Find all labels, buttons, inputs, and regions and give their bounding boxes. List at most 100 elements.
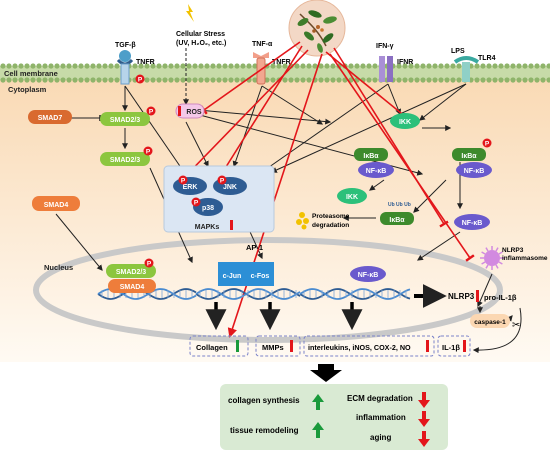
stress-sublabel: (UV, H₂O₂, etc.)	[176, 40, 226, 47]
smad23-label-upper: SMAD2/3	[110, 117, 140, 124]
il1b-down-indicator	[463, 340, 466, 352]
svg-text:P: P	[146, 148, 151, 155]
ikk-label-top: IKK	[399, 119, 411, 126]
inflammasome-label-1: NLRP3	[502, 247, 524, 254]
smad23-label-nucleus: SMAD2/3	[116, 269, 146, 276]
transcription-arrows	[205, 302, 363, 331]
ikba-label-2: IκBα	[461, 153, 477, 160]
nfkb-label-2: NF-κB	[464, 168, 485, 175]
ros-down-indicator	[178, 106, 181, 116]
summary-arrow	[310, 364, 342, 382]
nfkb-node-nucleus	[350, 266, 386, 282]
phosphate-badge: P	[144, 258, 154, 268]
scissors-icon: ✂	[512, 320, 520, 331]
nucleus-label: Nucleus	[44, 263, 73, 272]
inflammation-label: inflammation	[356, 413, 406, 422]
nlrp3-label: NLRP3	[448, 292, 475, 301]
phosphate-badge: P	[482, 138, 492, 148]
ifnr-label: IFNR	[397, 59, 413, 66]
nfkb-label-1: NF-κB	[366, 168, 387, 175]
svg-text:P: P	[149, 108, 154, 115]
plant-image	[288, 0, 346, 57]
nfkb-node-2	[456, 162, 492, 178]
svg-text:P: P	[220, 177, 225, 184]
nlrp3-down-indicator	[476, 290, 479, 302]
smad7-label: SMAD7	[38, 115, 63, 122]
ikk-label-mid: IKK	[346, 194, 358, 201]
il1b-label: IL-1β	[442, 343, 460, 352]
ap1-label: AP-1	[246, 243, 263, 252]
ros-label: ROS	[186, 109, 202, 116]
phosphate-badge: P	[178, 175, 188, 185]
ikba-node-1	[354, 148, 388, 161]
svg-text:P: P	[194, 199, 199, 206]
ikba-node-3	[380, 212, 414, 225]
nfkb-node-3	[454, 214, 490, 230]
ikba-label-3: IκBα	[389, 217, 405, 224]
plant-effect-arrows	[171, 41, 475, 338]
mapks-label: MAPKs	[195, 224, 220, 231]
inflammasome-label-2: inflammasome	[502, 255, 548, 262]
smad23-label-lower: SMAD2/3	[110, 157, 140, 164]
mapk-box	[163, 165, 275, 233]
phosphate-badge: P	[217, 175, 227, 185]
output-boxes	[189, 335, 471, 357]
jnk-label: JNK	[223, 184, 237, 191]
ikk-node-mid	[337, 188, 367, 204]
proteasome-icon	[296, 212, 309, 230]
cfos-label: c-Fos	[251, 273, 270, 280]
caspase-label: caspase-1	[474, 319, 506, 326]
phosphate-badge: P	[146, 106, 156, 116]
svg-text:P: P	[485, 140, 490, 147]
tnfr-mid-label: TNFR	[272, 59, 291, 66]
collagen-up-indicator	[236, 340, 239, 352]
membrane-label: Cell membrane	[4, 69, 58, 78]
cjun-label: c-Jun	[223, 273, 242, 280]
ikba-node-2	[452, 148, 486, 161]
mmps-label: MMPs	[262, 343, 284, 352]
stress-label: Cellular Stress	[176, 31, 225, 38]
smad23-node-upper	[100, 112, 150, 126]
smad7-node	[28, 110, 72, 124]
smad4-node	[32, 196, 80, 211]
phosphate-badge: P	[143, 146, 153, 156]
phosphate-badge: P	[191, 197, 201, 207]
pro-il1b-label: pro-IL-1β	[484, 293, 517, 302]
lps-label: LPS	[451, 48, 465, 55]
tnfa-label: TNF-α	[252, 41, 273, 48]
proteasome-label-2: degradation	[312, 222, 349, 229]
smad4-label-nucleus: SMAD4	[120, 284, 145, 291]
tlr4-receptor	[453, 56, 480, 82]
phosphorylation-badges: P P P P P P P P	[135, 74, 492, 268]
ifng-label: IFN-γ	[376, 43, 394, 50]
dna-strands	[97, 288, 411, 300]
tlr4-label: TLR4	[478, 55, 496, 62]
phosphate-badge: P	[135, 74, 145, 84]
caspase-node	[470, 314, 510, 328]
nucleus-envelope	[33, 237, 503, 343]
mmps-down-indicator	[290, 340, 293, 352]
smad4-label: SMAD4	[44, 202, 69, 209]
cjun-node	[218, 262, 246, 286]
down-arrow-icons	[418, 392, 430, 447]
nfkb-node-1	[358, 162, 394, 178]
nfkb-label-3: NF-κB	[462, 220, 483, 227]
ros-node	[175, 103, 205, 119]
tgfb-label: TGF-β	[115, 42, 136, 49]
ifnr-receptor	[379, 56, 393, 82]
tissue-remodeling-label: tissue remodeling	[230, 426, 299, 435]
inflammasome-icon	[480, 246, 504, 270]
svg-text:P: P	[181, 177, 186, 184]
smad23-node-nucleus	[106, 264, 156, 278]
smad4-node-nucleus	[108, 279, 156, 293]
tnfr-receptor	[253, 52, 269, 85]
tgfb-receptor	[116, 50, 134, 85]
svg-text:P: P	[147, 260, 152, 267]
collagen-label: Collagen	[196, 343, 228, 352]
smad23-node-lower	[100, 152, 150, 166]
tnfr-left-label: TNFR	[136, 59, 155, 66]
svg-text:P: P	[138, 76, 143, 83]
p38-label: p38	[202, 205, 214, 212]
